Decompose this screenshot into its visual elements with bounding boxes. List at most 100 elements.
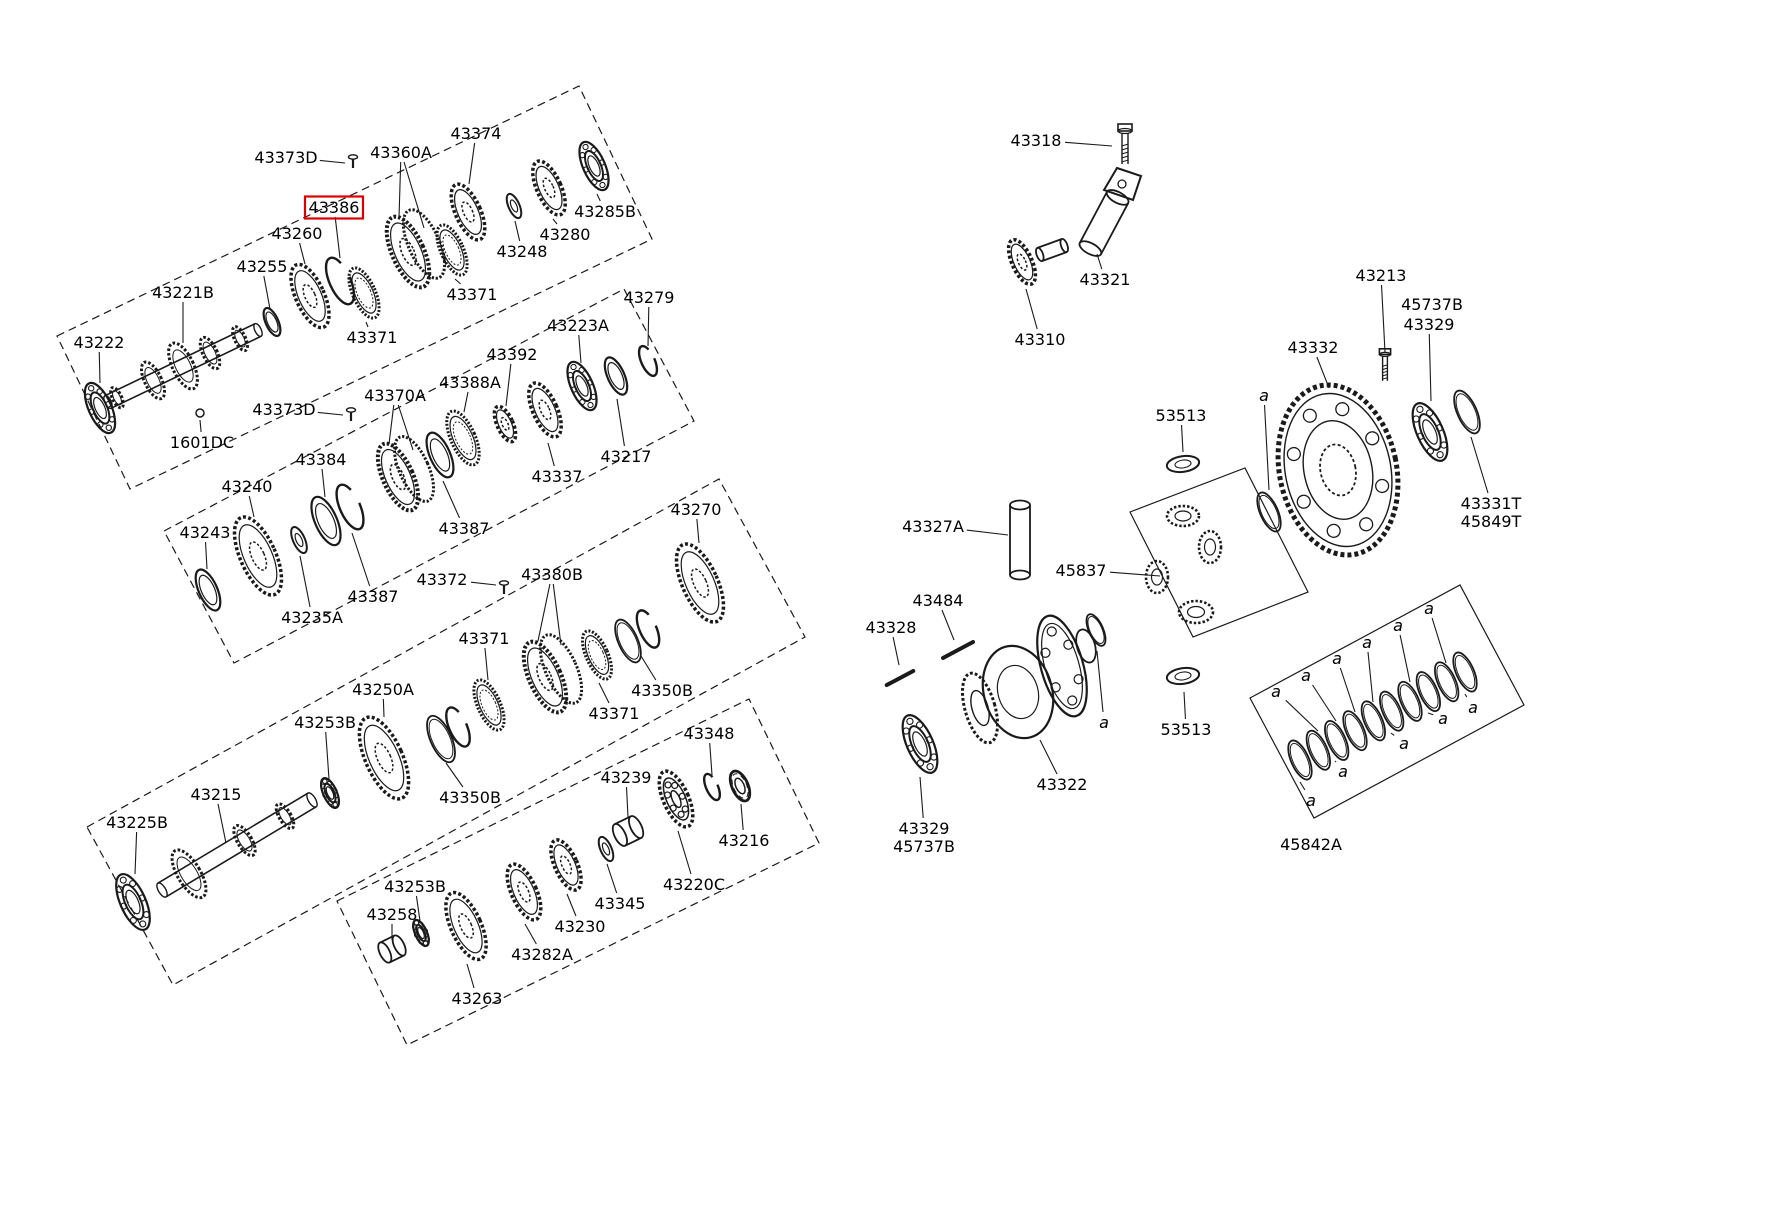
gear-43230 — [549, 838, 583, 892]
part-label-a[interactable]: a — [1271, 682, 1281, 701]
part-label-43348[interactable]: 43348 — [684, 724, 735, 743]
leader-line — [1180, 424, 1184, 453]
part-label-43373D[interactable]: 43373D — [254, 148, 317, 167]
part-label-43243[interactable]: 43243 — [180, 523, 231, 542]
part-label-43329[interactable]: 43329 — [899, 819, 950, 838]
part-label-43327A[interactable]: 43327A — [902, 517, 964, 536]
box-spacer-set-45842A — [1249, 584, 1525, 819]
part-label-43255[interactable]: 43255 — [237, 257, 288, 276]
part-label-a[interactable]: a — [1362, 633, 1372, 652]
leader-line — [1380, 284, 1386, 353]
part-label-43372[interactable]: 43372 — [417, 570, 468, 589]
part-label-45849T[interactable]: 45849T — [1461, 512, 1522, 531]
part-label-43392[interactable]: 43392 — [487, 345, 538, 364]
part-label-43345[interactable]: 43345 — [595, 894, 646, 913]
leader-line — [1367, 651, 1374, 703]
part-label-43380B[interactable]: 43380B — [521, 565, 583, 584]
part-label-43285B[interactable]: 43285B — [574, 202, 636, 221]
part-label-43329[interactable]: 43329 — [1404, 315, 1455, 334]
part-label-43230[interactable]: 43230 — [555, 917, 606, 936]
part-label-43350B[interactable]: 43350B — [631, 681, 693, 700]
bushing-43235A — [290, 525, 308, 555]
part-label-43248[interactable]: 43248 — [497, 242, 548, 261]
part-label-43258[interactable]: 43258 — [367, 905, 418, 924]
leader-line — [442, 480, 461, 519]
part-label-43240[interactable]: 43240 — [222, 477, 273, 496]
part-label-43370A[interactable]: 43370A — [364, 386, 426, 405]
part-label-a[interactable]: a — [1468, 698, 1478, 717]
part-label-43282A[interactable]: 43282A — [511, 945, 573, 964]
part-label-45837[interactable]: 45837 — [1056, 561, 1107, 580]
part-label-43225B[interactable]: 43225B — [106, 813, 168, 832]
leader-line — [616, 398, 625, 447]
part-label-53513[interactable]: 53513 — [1156, 406, 1207, 425]
part-label-43350B[interactable]: 43350B — [439, 788, 501, 807]
part-label-43373D[interactable]: 43373D — [252, 400, 315, 419]
part-label-a[interactable]: a — [1306, 791, 1316, 810]
part-label-43235A[interactable]: 43235A — [281, 608, 343, 627]
part-label-45737B[interactable]: 45737B — [1401, 295, 1463, 314]
part-label-43216[interactable]: 43216 — [719, 831, 770, 850]
part-label-a[interactable]: a — [1332, 649, 1342, 668]
part-label-a[interactable]: a — [1438, 709, 1448, 728]
part-label-43371[interactable]: 43371 — [347, 328, 398, 347]
part-label-a[interactable]: a — [1338, 762, 1348, 781]
leader-line — [1299, 781, 1306, 791]
part-label-43371[interactable]: 43371 — [459, 629, 510, 648]
bearing-43223A — [566, 360, 598, 412]
part-label-a[interactable]: a — [1424, 599, 1434, 618]
part-label-43322[interactable]: 43322 — [1037, 775, 1088, 794]
bearing-43253B — [319, 777, 341, 809]
bearing-43253B — [411, 918, 431, 948]
part-label-43263[interactable]: 43263 — [452, 989, 503, 1008]
part-label-43371[interactable]: 43371 — [447, 285, 498, 304]
ring-43350B — [614, 618, 642, 664]
part-label-43484[interactable]: 43484 — [913, 591, 964, 610]
part-label-43250A[interactable]: 43250A — [352, 680, 414, 699]
part-label-43217[interactable]: 43217 — [601, 447, 652, 466]
bearing-43285B — [578, 140, 610, 192]
part-label-43328[interactable]: 43328 — [866, 618, 917, 637]
part-label-43280[interactable]: 43280 — [540, 225, 591, 244]
part-label-43387[interactable]: 43387 — [348, 587, 399, 606]
part-label-43331T[interactable]: 43331T — [1461, 494, 1522, 513]
part-label-43388A[interactable]: 43388A — [439, 373, 501, 392]
part-label-43270[interactable]: 43270 — [671, 500, 722, 519]
leader-line — [1183, 691, 1187, 720]
part-label-43260[interactable]: 43260 — [272, 224, 323, 243]
leader-line — [919, 776, 924, 819]
part-label-1601DC[interactable]: 1601DC — [170, 433, 234, 452]
part-label-43213[interactable]: 43213 — [1356, 266, 1407, 285]
part-label-43386[interactable]: 43386 — [309, 198, 360, 217]
part-label-43215[interactable]: 43215 — [191, 785, 242, 804]
part-label-45737B[interactable]: 45737B — [893, 837, 955, 856]
part-label-43310[interactable]: 43310 — [1015, 330, 1066, 349]
part-label-43384[interactable]: 43384 — [296, 450, 347, 469]
ring-a — [1256, 491, 1282, 533]
part-label-43223A[interactable]: 43223A — [547, 316, 609, 335]
part-label-43332[interactable]: 43332 — [1288, 338, 1339, 357]
part-label-43221B[interactable]: 43221B — [152, 283, 214, 302]
part-label-43318[interactable]: 43318 — [1011, 131, 1062, 150]
part-label-43387[interactable]: 43387 — [439, 519, 490, 538]
part-label-53513[interactable]: 53513 — [1161, 720, 1212, 739]
part-label-43371[interactable]: 43371 — [589, 704, 640, 723]
part-label-43239[interactable]: 43239 — [601, 768, 652, 787]
part-label-43321[interactable]: 43321 — [1080, 270, 1131, 289]
part-label-43360A[interactable]: 43360A — [370, 143, 432, 162]
part-label-a[interactable]: a — [1099, 713, 1109, 732]
part-label-a[interactable]: a — [1399, 734, 1409, 753]
part-label-43253B[interactable]: 43253B — [294, 713, 356, 732]
part-label-43222[interactable]: 43222 — [74, 333, 125, 352]
part-label-a[interactable]: a — [1301, 666, 1311, 685]
part-label-45842A[interactable]: 45842A — [1280, 835, 1342, 854]
part-label-43220C[interactable]: 43220C — [663, 875, 725, 894]
part-label-43253B[interactable]: 43253B — [384, 877, 446, 896]
part-label-43374[interactable]: 43374 — [451, 124, 502, 143]
part-label-a[interactable]: a — [1259, 386, 1269, 405]
box-spider-gear-set-45837 — [1129, 467, 1309, 638]
part-label-a[interactable]: a — [1393, 616, 1403, 635]
spacer-ring-set-45842A — [1287, 651, 1478, 781]
part-label-43279[interactable]: 43279 — [624, 288, 675, 307]
part-label-43337[interactable]: 43337 — [532, 467, 583, 486]
